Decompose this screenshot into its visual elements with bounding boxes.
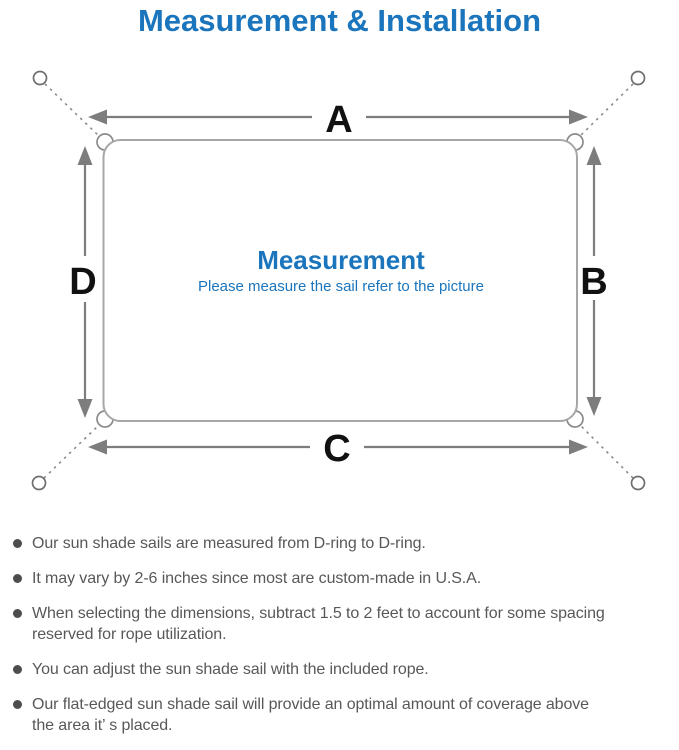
edge-label-b: B [580,261,607,303]
anchor-point-icon [630,70,646,86]
bullet-icon [13,609,22,618]
measure-arrow-a [88,109,588,125]
diagram-center-title: Measurement [257,245,425,275]
sail-outline [102,139,578,422]
note-text: It may vary by 2-6 inches since most are… [32,570,482,587]
measurement-diagram: A B C D Measurement Please measure the s… [31,70,646,491]
rope-line-top-left [44,83,102,139]
diagram-center-subtitle: Please measure the sail refer to the pic… [198,278,484,295]
measure-arrows [77,109,602,455]
note-text: When selecting the dimensions, subtract … [32,605,605,643]
list-item: Our flat-edged sun shade sail will provi… [13,694,675,736]
edge-label-d: D [69,261,96,303]
list-item: Our sun shade sails are measured from D-… [13,533,675,554]
measure-arrow-b [586,146,602,416]
measurement-notes-list: Our sun shade sails are measured from D-… [0,526,679,750]
edge-label-c: C [323,428,350,470]
note-text: You can adjust the sun shade sail with t… [32,661,429,678]
anchor-point-icon [32,70,48,86]
note-text: Our flat-edged sun shade sail will provi… [32,696,589,734]
rope-lines [43,83,634,479]
edge-label-a: A [325,99,352,141]
rope-line-bottom-right [577,422,634,479]
bullet-icon [13,574,22,583]
measure-arrow-d [77,146,93,418]
bullet-icon [13,665,22,674]
measure-arrow-c [88,439,588,455]
bullet-icon [13,700,22,709]
bullet-icon [13,539,22,548]
rope-line-bottom-left [43,422,102,479]
page-title: Measurement & Installation [137,3,542,38]
anchor-points [31,70,646,491]
list-item: When selecting the dimensions, subtract … [13,603,675,645]
rope-line-top-right [577,83,634,139]
list-item: It may vary by 2-6 inches since most are… [13,568,675,589]
anchor-point-icon [630,475,646,491]
anchor-point-icon [31,475,47,491]
note-text: Our sun shade sails are measured from D-… [32,535,426,552]
list-item: You can adjust the sun shade sail with t… [13,659,675,680]
